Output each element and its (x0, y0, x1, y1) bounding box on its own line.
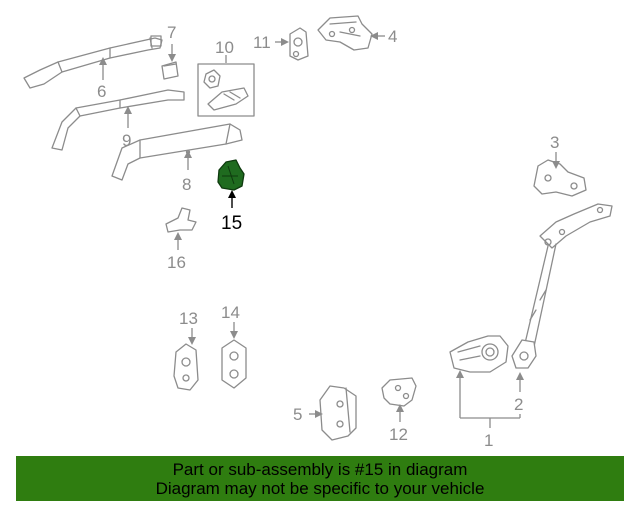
callout-3[interactable]: 3 (550, 133, 559, 152)
vehicle-fit-notice-banner: Part or sub-assembly is #15 in diagram D… (16, 456, 624, 501)
part-5-hinge[interactable] (319, 385, 357, 441)
callout-7[interactable]: 7 (167, 23, 176, 42)
part-13-plate[interactable] (173, 343, 199, 391)
part-7-clip[interactable] (161, 61, 179, 80)
arrow-6 (99, 57, 107, 65)
arrow-7 (168, 54, 176, 62)
arrow-3 (552, 161, 560, 169)
callout-1[interactable]: 1 (484, 431, 493, 450)
callout-11[interactable]: 11 (253, 33, 271, 52)
callout-5[interactable]: 5 (293, 405, 302, 424)
arrow-13 (188, 337, 196, 345)
arrow-16 (174, 232, 182, 240)
callout-14[interactable]: 14 (221, 303, 240, 322)
arrow-5 (315, 410, 323, 418)
part-6-rail[interactable] (23, 35, 163, 89)
callout-8[interactable]: 8 (182, 175, 191, 194)
arrow-11 (281, 38, 289, 46)
part-11-bracket[interactable] (289, 27, 309, 61)
callout-12[interactable]: 12 (389, 425, 408, 444)
callout-15[interactable]: 15 (221, 213, 242, 234)
callout-16[interactable]: 16 (167, 253, 186, 272)
notice-line-2: Diagram may not be specific to your vehi… (155, 479, 485, 498)
arrow-14 (230, 331, 238, 339)
part-16-bracket[interactable] (165, 207, 197, 233)
arrow-15 (228, 190, 236, 198)
leader-1-bracket (460, 414, 521, 428)
notice-line-1: Part or sub-assembly is #15 in diagram (172, 460, 468, 479)
callout-4[interactable]: 4 (388, 27, 397, 46)
arrow-8 (184, 150, 192, 158)
part-3-hinge[interactable] (533, 159, 587, 197)
parts-diagram: 6 7 10 11 4 9 (23, 15, 613, 450)
arrow-12 (396, 404, 404, 412)
callout-2[interactable]: 2 (514, 395, 523, 414)
arrow-4 (370, 32, 378, 40)
arrow-2 (516, 372, 524, 380)
part-12-bracket[interactable] (381, 377, 417, 407)
part-4-hinge-bracket[interactable] (317, 15, 373, 51)
part-9-rail[interactable] (51, 89, 185, 151)
arrow-1 (456, 370, 464, 378)
callout-10[interactable]: 10 (215, 38, 234, 57)
callout-9[interactable]: 9 (122, 131, 131, 150)
part-15-highlighted[interactable] (217, 159, 245, 191)
part-1-motor[interactable] (449, 335, 509, 373)
part-10-fastener-set[interactable] (197, 63, 255, 117)
arrow-9 (124, 106, 132, 114)
part-14-plate[interactable] (221, 339, 247, 389)
callout-13[interactable]: 13 (179, 309, 198, 328)
part-2-regulator[interactable] (511, 203, 613, 369)
callout-6[interactable]: 6 (97, 82, 106, 101)
